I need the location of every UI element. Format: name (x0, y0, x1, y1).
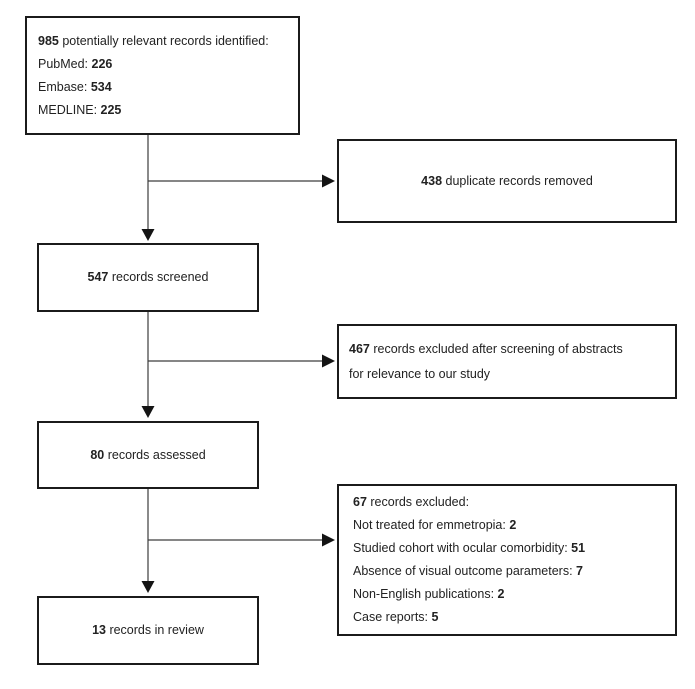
arrow-assessed-to-review (141, 489, 155, 593)
pubmed-label: PubMed: (38, 56, 92, 71)
excluded-screening-count: 467 (349, 341, 370, 356)
excluded-screening-line-2: for relevance to our study (349, 362, 675, 387)
pubmed-count: 226 (91, 56, 113, 71)
excluded-assessment-box: 67 records excluded: Not treated for emm… (337, 484, 677, 636)
embase-label: Embase: (38, 79, 91, 94)
assessed-label: records assessed (104, 447, 206, 462)
excluded-reason-case-reports: Case reports: 5 (353, 606, 675, 629)
identified-label: potentially relevant records identified: (58, 33, 269, 48)
excluded-reason-non-english: Non-English publications: 2 (353, 583, 675, 606)
assessed-line: 80 records assessed (90, 444, 205, 467)
reason-no-outcome-label: Absence of visual outcome parameters: (353, 564, 577, 578)
reason-non-english-label: Non-English publications: (353, 587, 498, 601)
arrow-branch-to-excluded-screening (148, 354, 335, 368)
arrow-screened-to-assessed (141, 312, 155, 418)
screened-count: 547 (87, 270, 109, 284)
duplicates-count: 438 (421, 173, 443, 188)
excluded-reason-emmetropia: Not treated for emmetropia: 2 (353, 514, 675, 537)
review-label: records in review (105, 623, 204, 637)
identified-line-total: 985 potentially relevant records identif… (38, 30, 298, 53)
excluded-screening-line-1: 467 records excluded after screening of … (349, 337, 675, 362)
arrow-branch-to-excluded-assessment (148, 533, 335, 547)
duplicates-line: 438 duplicate records removed (421, 170, 593, 193)
assessed-count: 80 (90, 447, 105, 462)
reason-non-english-count: 2 (497, 587, 505, 601)
excluded-reason-comorbidity: Studied cohort with ocular comorbidity: … (353, 537, 675, 560)
embase-count: 534 (90, 79, 112, 94)
screened-label: records screened (108, 270, 209, 284)
identified-count: 985 (38, 33, 59, 48)
duplicates-label: duplicate records removed (442, 173, 593, 188)
excluded-screening-box: 467 records excluded after screening of … (337, 324, 677, 399)
excluded-assessment-label: records excluded: (366, 495, 470, 509)
excluded-reason-no-outcome: Absence of visual outcome parameters: 7 (353, 560, 675, 583)
identified-line-medline: MEDLINE: 225 (38, 99, 298, 122)
reason-no-outcome-count: 7 (576, 564, 583, 578)
arrow-identified-to-screened (141, 135, 155, 241)
identified-line-pubmed: PubMed: 226 (38, 53, 298, 76)
reason-emmetropia-count: 2 (509, 518, 517, 532)
reason-emmetropia-label: Not treated for emmetropia: (353, 518, 510, 532)
excluded-assessment-line-total: 67 records excluded: (353, 491, 675, 514)
reason-case-reports-label: Case reports: (353, 610, 432, 624)
review-line: 13 records in review (92, 619, 204, 642)
excluded-screening-label-cont: for relevance to our study (349, 366, 491, 381)
reason-comorbidity-label: Studied cohort with ocular comorbidity: (353, 541, 572, 555)
medline-label: MEDLINE: (38, 102, 101, 117)
identified-line-embase: Embase: 534 (38, 76, 298, 99)
excluded-screening-label: records excluded after screening of abst… (369, 341, 623, 356)
identified-box: 985 potentially relevant records identif… (25, 16, 300, 135)
review-box: 13 records in review (37, 596, 259, 665)
assessed-box: 80 records assessed (37, 421, 259, 489)
review-count: 13 (92, 623, 106, 637)
screened-line: 547 records screened (88, 266, 209, 289)
screened-box: 547 records screened (37, 243, 259, 312)
arrow-branch-to-duplicates (148, 174, 335, 188)
reason-comorbidity-count: 51 (571, 541, 586, 555)
medline-count: 225 (100, 102, 122, 117)
excluded-assessment-count: 67 (353, 495, 367, 509)
duplicates-box: 438 duplicate records removed (337, 139, 677, 223)
reason-case-reports-count: 5 (431, 610, 439, 624)
